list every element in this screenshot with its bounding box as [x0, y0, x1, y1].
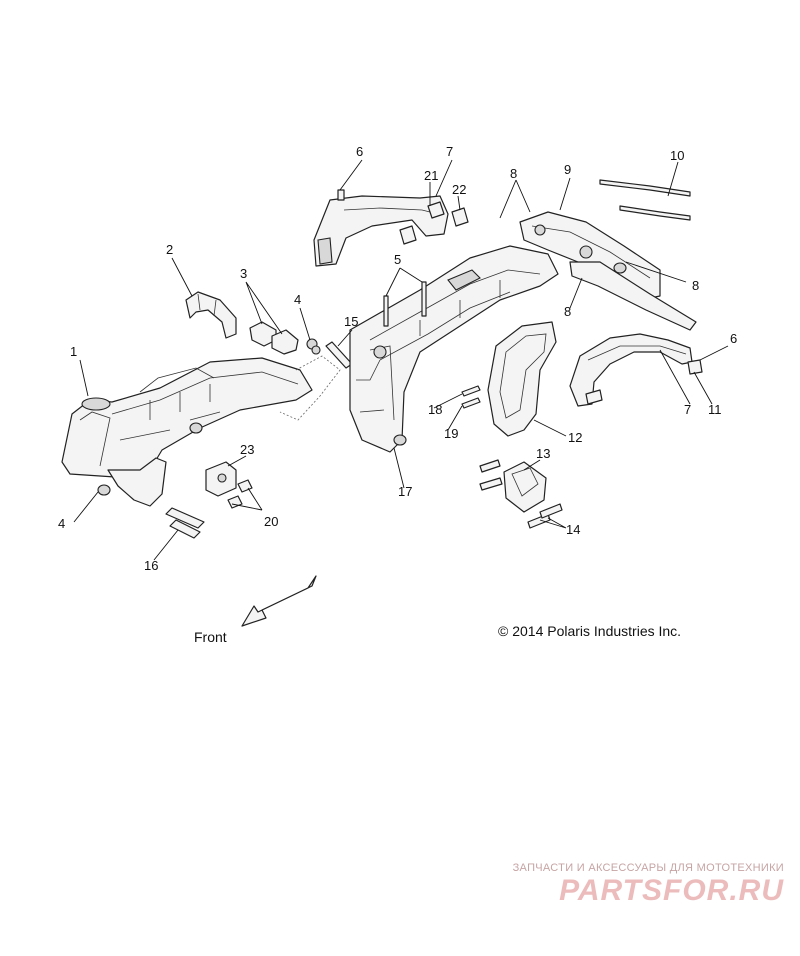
front-frame-part: [61, 355, 341, 507]
mid-frame-part: [349, 245, 559, 453]
watermark-tagline: ЗАПЧАСТИ И АКСЕССУАРЫ ДЛЯ МОТОТЕХНИКИ: [512, 862, 784, 874]
front-direction-arrow: Front: [194, 575, 317, 645]
upper-strut-part: [313, 189, 449, 267]
callout-23: 23: [240, 442, 254, 457]
link-plate-part: [205, 461, 237, 497]
pin-pair-part: [165, 507, 205, 539]
nut-part: [306, 338, 321, 355]
bolts-part: [383, 281, 427, 327]
callout-6: 6: [730, 331, 737, 346]
callout-1: 1: [70, 344, 77, 359]
callout-18: 18: [428, 402, 442, 417]
callout-7: 7: [446, 144, 453, 159]
callout-2: 2: [166, 242, 173, 257]
copyright-text: © 2014 Polaris Industries Inc.: [498, 623, 682, 639]
callout-15: 15: [344, 314, 358, 329]
callout-17: 17: [398, 484, 412, 499]
callout-labels: 1 2 3 4 4 5 6 6 7 7 8 8 8 9 10 11 12 13 …: [58, 144, 737, 573]
mount-bracket-part: [479, 459, 563, 529]
rear-frame-part: [519, 211, 697, 331]
callout-5: 5: [394, 252, 401, 267]
callout-4: 4: [294, 292, 301, 307]
pin-part: [325, 341, 353, 369]
bracket-clamp-part: [185, 291, 237, 339]
cables-part: [599, 179, 691, 221]
small-bolts-part: [461, 385, 481, 409]
callout-9: 9: [564, 162, 571, 177]
leader-lines: [73, 159, 729, 561]
callout-19: 19: [444, 426, 458, 441]
callout-11: 11: [708, 402, 722, 417]
callout-6: 6: [356, 144, 363, 159]
callout-13: 13: [536, 446, 550, 461]
callout-3: 3: [240, 266, 247, 281]
rear-strut-part: [569, 333, 703, 407]
callout-12: 12: [568, 430, 582, 445]
upper-bushings-part: [399, 201, 469, 245]
side-cover-part: [487, 321, 557, 437]
callout-21: 21: [424, 168, 438, 183]
callout-4: 4: [58, 516, 65, 531]
watermark-logo: PARTSFOR.RU: [559, 874, 784, 907]
callout-8: 8: [510, 166, 517, 181]
callout-22: 22: [452, 182, 466, 197]
callout-20: 20: [264, 514, 278, 529]
callout-8: 8: [564, 304, 571, 319]
callout-8: 8: [692, 278, 699, 293]
small-brackets-part: [249, 321, 299, 355]
front-label: Front: [194, 629, 227, 645]
callout-16: 16: [144, 558, 158, 573]
callout-14: 14: [566, 522, 580, 537]
callout-7: 7: [684, 402, 691, 417]
callout-10: 10: [670, 148, 684, 163]
